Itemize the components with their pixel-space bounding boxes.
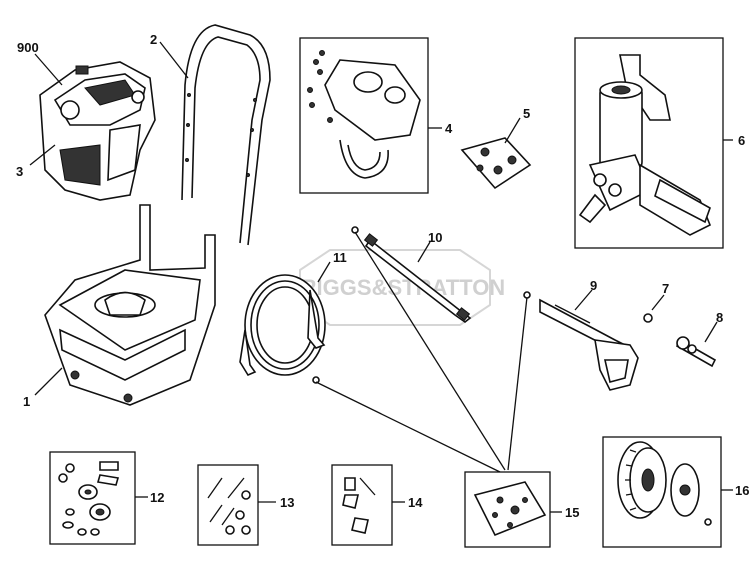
- bolt-kit-part-13[interactable]: [207, 477, 251, 535]
- callout-6: 6: [738, 133, 745, 148]
- callout-14: 14: [408, 495, 423, 510]
- nozzle-part-8[interactable]: [675, 336, 717, 368]
- callout-15: 15: [565, 505, 579, 520]
- hardware-bag-part-5[interactable]: [460, 137, 532, 190]
- callout-16: 16: [735, 483, 749, 498]
- box-part-12: [49, 451, 136, 545]
- callout-12: 12: [150, 490, 164, 505]
- callout-5: 5: [523, 106, 530, 121]
- box-part-16: [602, 436, 722, 548]
- callout-7: 7: [662, 281, 669, 296]
- callout-3: 3: [16, 164, 23, 179]
- engine-part-900[interactable]: [39, 61, 156, 201]
- hardware-kit-part-12[interactable]: [58, 461, 120, 536]
- clip-kit-part-14[interactable]: [342, 477, 376, 534]
- callout-900: 900: [17, 40, 39, 55]
- callout-13: 13: [280, 495, 294, 510]
- callout-9: 9: [590, 278, 597, 293]
- callout-8: 8: [716, 310, 723, 325]
- bag-part-15[interactable]: [473, 481, 547, 537]
- box-part-6: [574, 37, 724, 249]
- box-part-14: [331, 464, 393, 546]
- box-part-15: [464, 471, 551, 548]
- bracket-part-4[interactable]: [307, 50, 421, 179]
- frame-part-1[interactable]: [44, 204, 216, 406]
- nut-part-7[interactable]: [643, 313, 653, 323]
- callout-1: 1: [23, 394, 30, 409]
- pump-part-6[interactable]: [578, 54, 712, 236]
- hose-part-11[interactable]: [239, 274, 326, 384]
- box-part-13: [197, 464, 259, 546]
- callout-11: 11: [333, 250, 347, 265]
- handle-part-2[interactable]: [181, 24, 271, 246]
- box-part-4: [299, 37, 429, 194]
- callout-2: 2: [150, 32, 157, 47]
- wheel-part-16[interactable]: [617, 441, 712, 526]
- spray-gun-part-9[interactable]: [523, 291, 639, 391]
- callout-10: 10: [428, 230, 442, 245]
- callout-4: 4: [445, 121, 453, 136]
- lance-part-10[interactable]: [351, 226, 472, 323]
